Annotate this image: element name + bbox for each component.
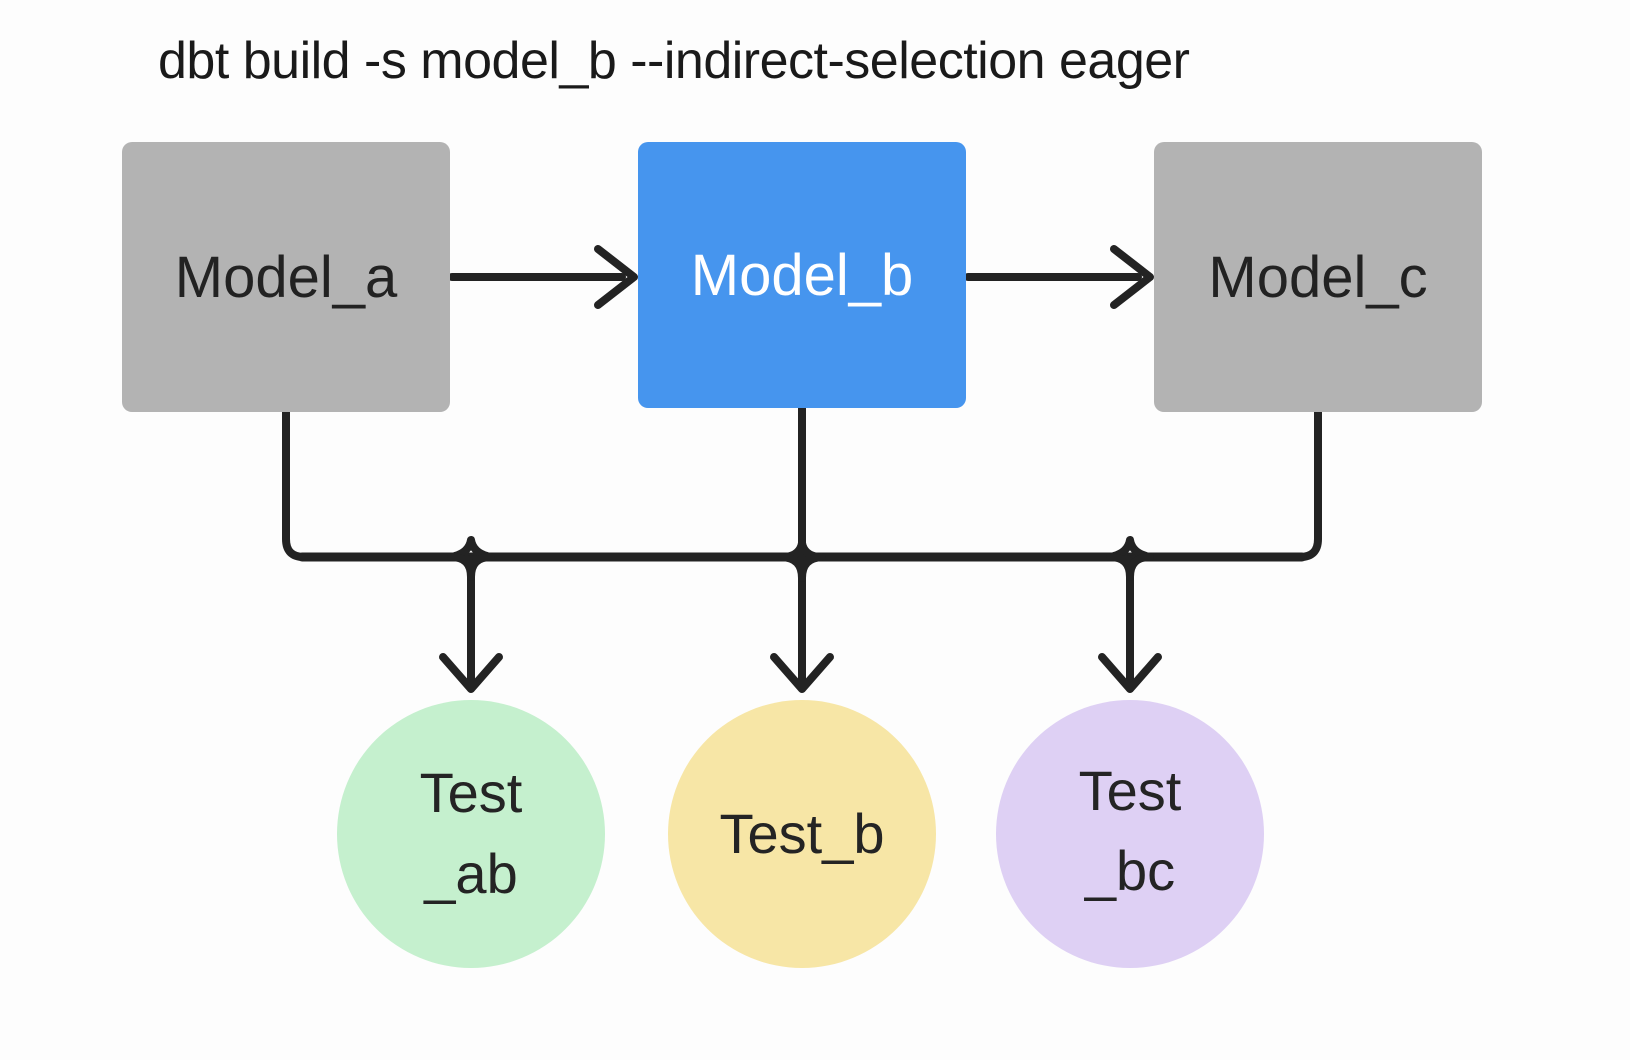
test-nodes: Test _ab Test_b Test _bc bbox=[337, 700, 1264, 968]
model-nodes: Model_a Model_b Model_c bbox=[122, 142, 1482, 412]
junction-fillet bbox=[1126, 553, 1154, 581]
node-test-b-label: Test_b bbox=[720, 802, 885, 865]
node-test-bc-label-line1: Test bbox=[1079, 759, 1182, 822]
node-model-a bbox=[122, 142, 450, 412]
edge-model-c-to-bus bbox=[1296, 408, 1322, 561]
junction-fillet bbox=[798, 553, 826, 582]
node-test-ab-label-line1: Test bbox=[420, 761, 523, 824]
node-test-b bbox=[668, 700, 936, 968]
diagram-title: dbt build -s model_b --indirect-selectio… bbox=[158, 32, 1190, 90]
arrowhead-right-icon bbox=[594, 245, 638, 309]
node-test-ab-label-line2: _ab bbox=[423, 842, 517, 905]
junction-fillet bbox=[467, 553, 495, 581]
junction-cusp bbox=[1110, 536, 1150, 560]
arrowhead-down-icon bbox=[1098, 653, 1162, 693]
node-model-c bbox=[1154, 142, 1482, 412]
node-test-ab bbox=[337, 700, 605, 968]
edge-model-a-to-bus bbox=[282, 408, 308, 561]
node-model-b-label: Model_b bbox=[691, 243, 913, 308]
node-test-bc-label-line2: _bc bbox=[1084, 839, 1175, 902]
node-test-bc bbox=[996, 700, 1264, 968]
arrowhead-down-icon bbox=[439, 653, 503, 693]
edges bbox=[282, 245, 1322, 693]
node-model-b bbox=[638, 142, 966, 408]
arrowhead-down-icon bbox=[770, 653, 834, 693]
node-model-a-label: Model_a bbox=[175, 245, 398, 310]
junction-cusp bbox=[451, 536, 491, 560]
node-model-c-label: Model_c bbox=[1208, 245, 1427, 310]
arrowhead-right-icon bbox=[1110, 245, 1154, 309]
